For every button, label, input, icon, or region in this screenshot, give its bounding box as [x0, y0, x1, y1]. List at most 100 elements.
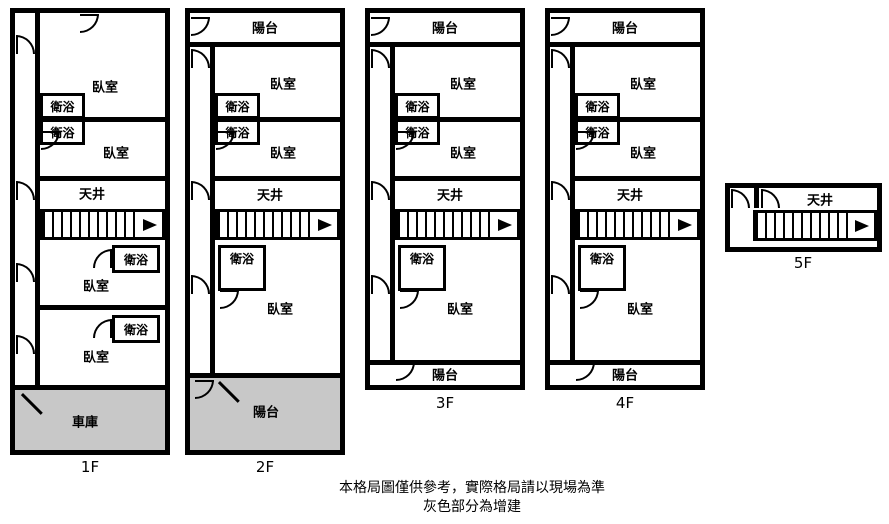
room-label-balcony: 陽台: [611, 21, 639, 37]
door-arc-icon: [400, 290, 419, 309]
disclaimer-line-2: 灰色部分為增建: [423, 499, 521, 515]
stairs-arrow-icon: [678, 218, 692, 231]
room-label-bedroom: 臥室: [629, 77, 657, 93]
wall: [35, 305, 165, 310]
bathroom-box: 衛浴: [395, 93, 440, 119]
door-arc-icon: [396, 131, 415, 150]
wall: [440, 117, 520, 122]
room-label-atrium: 天井: [806, 193, 834, 209]
wall: [390, 176, 520, 181]
wall: [550, 360, 700, 365]
wall: [620, 117, 700, 122]
bathroom-box: 衛浴: [40, 119, 85, 145]
balcony-annex-area: [190, 378, 340, 450]
room-label-bedroom: 臥室: [449, 77, 477, 93]
room-label-bathroom: 衛浴: [585, 125, 610, 140]
door-arc-icon: [41, 131, 60, 150]
door-arc-icon: [80, 14, 99, 33]
room-label-bathroom: 衛浴: [405, 125, 430, 140]
door-arc-icon: [371, 17, 390, 36]
door-arc-icon: [551, 49, 570, 68]
door-arc-icon: [191, 181, 210, 200]
stairs: [40, 209, 165, 240]
floor-label-4f: 4F: [615, 394, 635, 412]
floorplan-3f: 陽台 臥室 衛浴 衛浴 臥室 天井 衛浴 臥室 陽台: [365, 8, 525, 390]
room-label-bathroom: 衛浴: [50, 99, 75, 114]
door-arc-icon: [551, 275, 570, 294]
wall: [754, 188, 759, 208]
room-label-bedroom: 臥室: [629, 146, 657, 162]
bathroom-box: 衛浴: [112, 245, 160, 273]
room-label-balcony: 陽台: [431, 368, 459, 384]
wall: [35, 13, 40, 385]
door-arc-icon: [576, 131, 595, 150]
bathroom-box: 衛浴: [218, 245, 266, 291]
door-arc-icon: [191, 49, 210, 68]
door-arc-icon: [16, 263, 35, 282]
wall: [15, 385, 165, 390]
door-arc-icon: [93, 319, 112, 338]
room-label-balcony: 陽台: [431, 21, 459, 37]
bathroom-box: 衛浴: [398, 245, 446, 291]
door-arc-icon: [576, 362, 595, 381]
floorplan-2f: 陽台 臥室 衛浴 衛浴 臥室 天井 衛浴 臥室 陽台: [185, 8, 345, 455]
room-label-bedroom: 臥室: [449, 146, 477, 162]
door-arc-icon: [371, 181, 390, 200]
room-label-bedroom: 臥室: [91, 80, 119, 96]
door-arc-icon: [191, 17, 210, 36]
door-arc-icon: [761, 189, 780, 208]
room-label-bathroom: 衛浴: [225, 99, 250, 114]
bathroom-box: 衛浴: [395, 119, 440, 145]
door-arc-icon: [731, 189, 750, 208]
room-label-bathroom: 衛浴: [225, 125, 250, 140]
room-label-balcony: 陽台: [611, 368, 639, 384]
room-label-bedroom: 臥室: [269, 146, 297, 162]
floor-label-1f: 1F: [80, 458, 100, 476]
stairs-arrow-zone: [850, 213, 874, 238]
stairs-arrow-icon: [318, 218, 332, 231]
stairs: [395, 209, 520, 240]
bathroom-box: 衛浴: [575, 93, 620, 119]
room-label-atrium: 天井: [436, 188, 464, 204]
door-arc-icon: [16, 181, 35, 200]
room-label-bathroom: 衛浴: [229, 252, 254, 266]
door-arc-icon: [191, 275, 210, 294]
room-label-bedroom: 臥室: [626, 302, 654, 318]
wall: [210, 176, 340, 181]
wall: [190, 42, 340, 47]
floorplan-5f: 天井: [725, 183, 882, 252]
door-arc-icon: [16, 35, 35, 54]
door-arc-icon: [580, 290, 599, 309]
door-arc-icon: [551, 181, 570, 200]
wall: [190, 373, 340, 378]
room-label-bathroom: 衛浴: [405, 99, 430, 114]
wall: [35, 176, 165, 181]
door-arc-icon: [371, 275, 390, 294]
stairs-arrow-zone: [138, 212, 162, 237]
wall: [260, 117, 340, 122]
room-label-bathroom: 衛浴: [589, 252, 614, 266]
room-label-bathroom: 衛浴: [409, 252, 434, 266]
bathroom-box: 衛浴: [575, 119, 620, 145]
room-label-bathroom: 衛浴: [123, 252, 148, 267]
bathroom-box: 衛浴: [112, 315, 160, 343]
wall: [370, 360, 520, 365]
room-label-bedroom: 臥室: [266, 302, 294, 318]
stairs-arrow-zone: [673, 212, 697, 237]
room-label-balcony: 陽台: [251, 21, 279, 37]
bathroom-box: 衛浴: [40, 93, 85, 119]
floorplan-4f: 陽台 臥室 衛浴 衛浴 臥室 天井 衛浴 臥室 陽台: [545, 8, 705, 390]
door-arc-icon: [220, 290, 239, 309]
floor-label-2f: 2F: [255, 458, 275, 476]
disclaimer: 本格局圖僅供參考，實際格局請以現場為準 灰色部分為增建: [322, 479, 622, 517]
room-label-bathroom: 衛浴: [50, 125, 75, 140]
wall: [570, 42, 575, 360]
stairs-arrow-zone: [313, 212, 337, 237]
bathroom-box: 衛浴: [215, 119, 260, 145]
room-label-bedroom: 臥室: [82, 350, 110, 366]
wall: [550, 42, 700, 47]
stairs-arrow-zone: [493, 212, 517, 237]
wall: [85, 117, 165, 122]
room-label-balcony: 陽台: [252, 405, 280, 421]
room-label-garage: 車庫: [71, 415, 99, 431]
